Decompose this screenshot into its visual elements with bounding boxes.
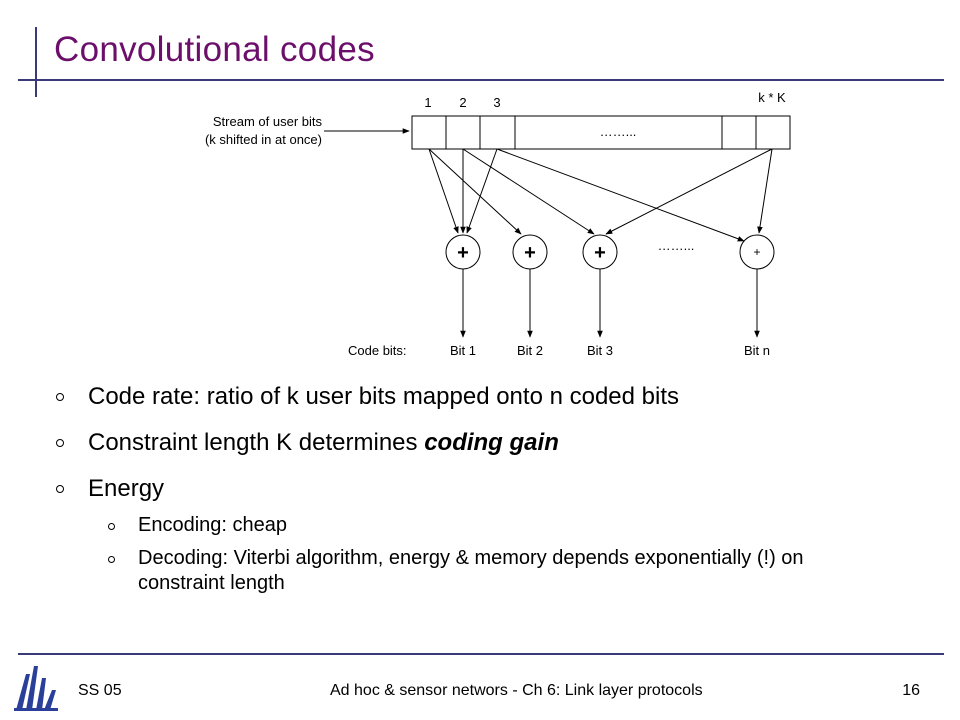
- footer-title: Ad hoc & sensor networs - Ch 6: Link lay…: [330, 682, 703, 699]
- left-accent-rule: [35, 27, 37, 97]
- tap-line: [496, 148, 745, 242]
- tap-line: [757, 148, 773, 234]
- footer-course: SS 05: [78, 682, 122, 699]
- subbullet-encoding: Encoding: cheap: [108, 513, 936, 538]
- register-ellipsis: ……...: [600, 124, 637, 139]
- shift-register: [411, 115, 791, 150]
- code-bit-2: Bit 2: [517, 343, 543, 358]
- bullet-icon: [56, 439, 64, 447]
- input-label-line1: Stream of user bits: [213, 114, 323, 129]
- adder-symbol: +: [753, 245, 760, 259]
- subbullet-text: Encoding: cheap: [138, 514, 288, 536]
- tap-line: [462, 148, 595, 235]
- bullet-constraint-length: Constraint length K determines coding ga…: [56, 428, 936, 457]
- adder-symbol: +: [524, 242, 536, 264]
- tap-line: [428, 148, 459, 234]
- register-position-last: k * K: [758, 90, 786, 105]
- bullet-icon: [56, 393, 64, 401]
- title-underline-rule: [18, 79, 944, 81]
- subbullet-text: Decoding: Viterbi algorithm, energy & me…: [138, 547, 804, 594]
- bullet-energy: Energy: [56, 474, 936, 503]
- page-number: 16: [902, 682, 920, 699]
- slide-title: Convolutional codes: [54, 30, 375, 69]
- adder-3: +: [582, 234, 618, 270]
- bullet-icon: [56, 485, 64, 493]
- code-bits-label: Code bits:: [348, 343, 407, 358]
- subbullet-decoding: Decoding: Viterbi algorithm, energy & me…: [108, 546, 858, 596]
- tap-line: [428, 148, 522, 235]
- bullet-icon: [108, 556, 115, 563]
- tap-line: [605, 148, 773, 235]
- register-position-1: 1: [424, 95, 431, 110]
- code-bit-3: Bit 3: [587, 343, 613, 358]
- adder-n: +: [739, 234, 775, 270]
- adder-symbol: +: [457, 242, 469, 264]
- register-position-3: 3: [493, 95, 500, 110]
- code-bit-1: Bit 1: [450, 343, 476, 358]
- bullet-text: Energy: [88, 475, 165, 502]
- register-position-2: 2: [459, 95, 466, 110]
- convolutional-encoder-diagram: Stream of user bits (k shifted in at onc…: [205, 90, 791, 358]
- bullet-code-rate: Code rate: ratio of k user bits mapped o…: [56, 382, 936, 411]
- adder-1: +: [445, 234, 481, 270]
- bullet-emphasis: coding gain: [424, 429, 559, 456]
- bullet-list: Code rate: ratio of k user bits mapped o…: [56, 382, 936, 604]
- adder-ellipsis: ……...: [658, 238, 695, 253]
- adder-symbol: +: [594, 242, 606, 264]
- university-logo-icon: [14, 666, 58, 711]
- input-label-line2: (k shifted in at once): [205, 132, 322, 147]
- code-bit-n: Bit n: [744, 343, 770, 358]
- footer-rule: [18, 653, 944, 655]
- bullet-text: Code rate: ratio of k user bits mapped o…: [88, 383, 680, 410]
- adder-2: +: [512, 234, 548, 270]
- bullet-icon: [108, 523, 115, 530]
- bullet-text: Constraint length K determines: [88, 429, 425, 456]
- tap-line: [466, 148, 498, 234]
